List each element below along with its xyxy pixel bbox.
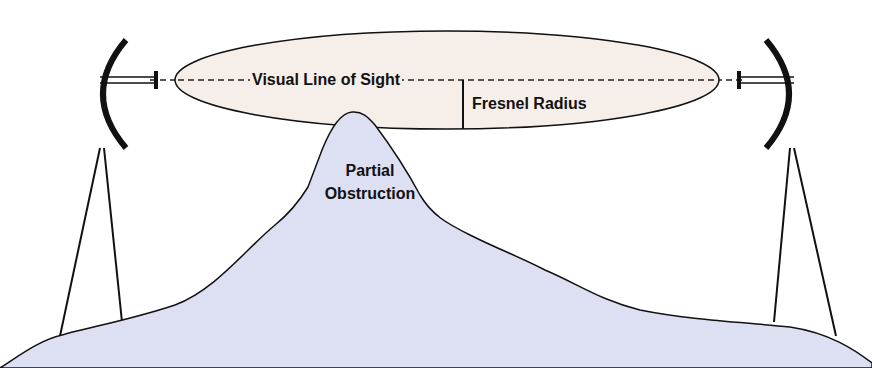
zone-outline [175,31,719,129]
radius-label: Fresnel Radius [472,92,587,115]
radius-line [462,80,464,129]
obstruction-label: Partial Obstruction [318,159,422,205]
feed-horn [737,71,741,89]
feed-arm [100,76,156,78]
hill-outline [0,112,872,368]
tower-leg [774,148,790,322]
tower-leg [794,148,836,336]
feed-horn [154,71,158,89]
tower-leg [104,148,122,322]
dish-antenna [103,40,126,148]
tower-leg [60,148,100,336]
obstruction-hill: Partial Obstruction [0,105,872,368]
sight-label: Visual Line of Sight [250,68,402,91]
feed-arm [100,82,156,84]
feed-arm [740,82,794,84]
hill-shape [0,105,872,368]
feed-arm [740,76,794,78]
fresnel-zone: Visual Line of SightFresnel Radius [174,30,720,130]
dish-antenna [766,40,789,148]
